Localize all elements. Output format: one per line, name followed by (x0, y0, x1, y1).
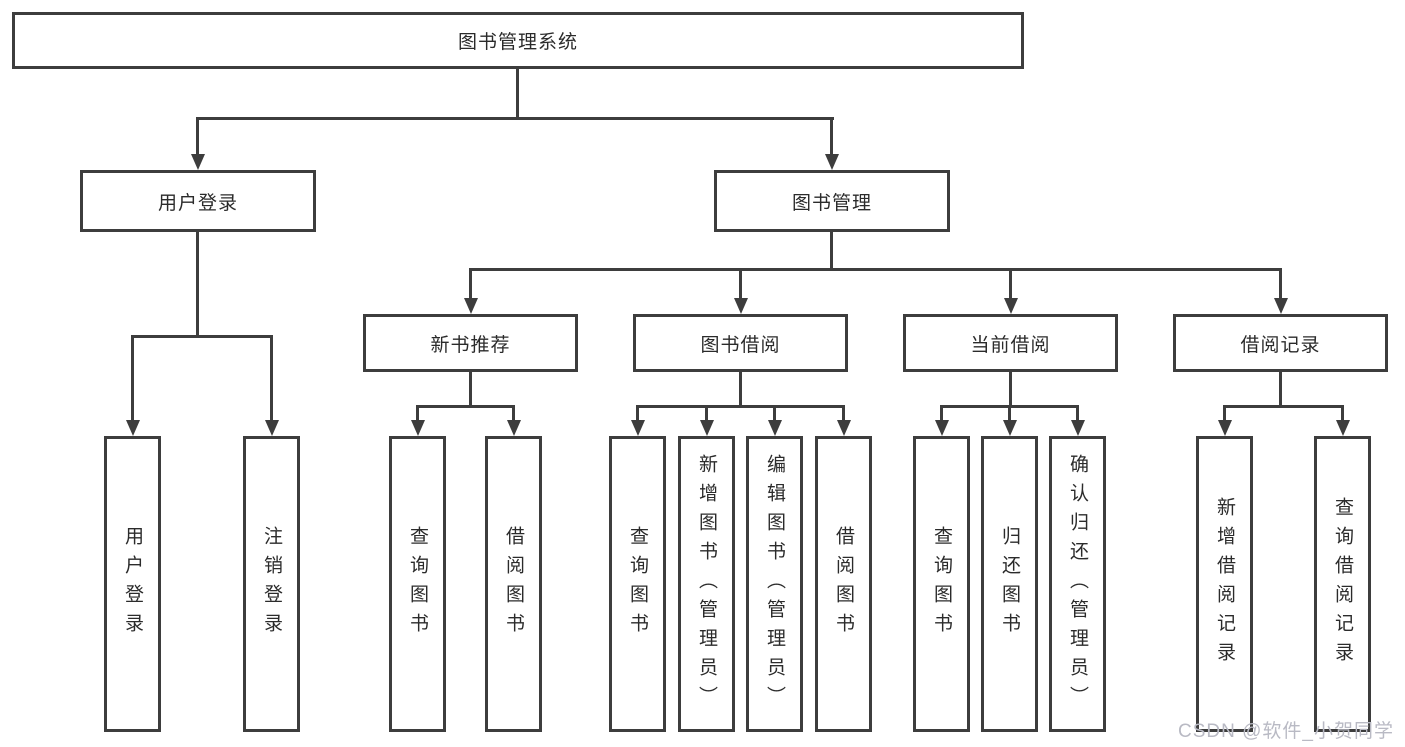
node-book-borrow-label: 图书借阅 (700, 334, 781, 356)
arrow-down-icon (1003, 420, 1017, 436)
node-new-book-recommend-label: 新书推荐 (430, 334, 511, 356)
leaf-current-return-books: 归还图书 (981, 436, 1038, 732)
connector-line (1341, 405, 1344, 421)
leaf-newbook-query-books: 查询图书 (389, 436, 446, 732)
node-new-book-recommend: 新书推荐 (363, 314, 578, 372)
arrow-down-icon (734, 298, 748, 314)
connector-line (842, 405, 845, 421)
connector-line (636, 405, 639, 421)
arrow-down-icon (411, 420, 425, 436)
leaf-current-return-books-label: 归还图书 (999, 526, 1020, 642)
connector-line (739, 371, 742, 405)
connector-line (270, 335, 273, 421)
connector-line (469, 371, 472, 405)
leaf-borrow-edit-books-admin: 编辑图书（管理员） (746, 436, 803, 732)
connector-line (1008, 405, 1011, 421)
arrow-down-icon (935, 420, 949, 436)
node-user-login-label: 用户登录 (157, 192, 238, 214)
arrow-down-icon (631, 420, 645, 436)
leaf-borrow-query-books: 查询图书 (609, 436, 666, 732)
leaf-newbook-query-books-label: 查询图书 (407, 526, 428, 642)
arrow-down-icon (507, 420, 521, 436)
connector-line (196, 117, 199, 157)
node-book-borrow: 图书借阅 (633, 314, 848, 372)
arrow-down-icon (1336, 420, 1350, 436)
connector-line (705, 405, 708, 421)
node-borrow-records-label: 借阅记录 (1240, 334, 1321, 356)
connector-line (1009, 268, 1012, 301)
leaf-logout: 注销登录 (243, 436, 300, 732)
connector-line (1076, 405, 1079, 421)
arrow-down-icon (1218, 420, 1232, 436)
arrow-down-icon (1004, 298, 1018, 314)
connector-line (196, 231, 199, 335)
arrow-down-icon (837, 420, 851, 436)
connector-line (1223, 405, 1344, 408)
arrow-down-icon (825, 154, 839, 170)
arrow-down-icon (126, 420, 140, 436)
node-root-label: 图书管理系统 (457, 32, 578, 53)
connector-line (416, 405, 419, 421)
leaf-current-confirm-return-admin: 确认归还（管理员） (1049, 436, 1106, 732)
connector-line (131, 335, 134, 421)
connector-line (1223, 405, 1226, 421)
leaf-records-query-borrow-record-label: 查询借阅记录 (1332, 497, 1353, 671)
node-user-login: 用户登录 (80, 170, 316, 232)
node-book-management-label: 图书管理 (791, 192, 872, 214)
connector-line (636, 405, 845, 408)
leaf-records-query-borrow-record: 查询借阅记录 (1314, 436, 1371, 732)
leaf-records-add-borrow-record: 新增借阅记录 (1196, 436, 1253, 732)
node-borrow-records: 借阅记录 (1173, 314, 1388, 372)
node-root: 图书管理系统 (12, 12, 1024, 69)
leaf-borrow-query-books-label: 查询图书 (627, 526, 648, 642)
connector-line (416, 405, 515, 408)
leaf-current-query-books-label: 查询图书 (931, 526, 952, 642)
connector-line (1009, 371, 1012, 405)
leaf-records-add-borrow-record-label: 新增借阅记录 (1214, 497, 1235, 671)
node-current-borrow: 当前借阅 (903, 314, 1118, 372)
connector-line (830, 117, 833, 157)
arrow-down-icon (768, 420, 782, 436)
node-book-management: 图书管理 (714, 170, 950, 232)
leaf-user-login: 用户登录 (104, 436, 161, 732)
connector-line (773, 405, 776, 421)
connector-line (739, 268, 742, 301)
connector-line (131, 335, 273, 338)
connector-line (516, 69, 519, 117)
arrow-down-icon (191, 154, 205, 170)
leaf-current-confirm-return-admin-label: 确认归还（管理员） (1067, 453, 1088, 715)
leaf-newbook-borrow-books-label: 借阅图书 (503, 526, 524, 642)
connector-line (469, 268, 1282, 271)
leaf-newbook-borrow-books: 借阅图书 (485, 436, 542, 732)
connector-line (196, 117, 834, 120)
csdn-watermark: CSDN @软件_小贺同学 (1178, 721, 1394, 742)
arrow-down-icon (1274, 298, 1288, 314)
connector-line (830, 231, 833, 268)
connector-line (1279, 371, 1282, 405)
arrow-down-icon (265, 420, 279, 436)
leaf-current-query-books: 查询图书 (913, 436, 970, 732)
connector-line (940, 405, 943, 421)
leaf-logout-label: 注销登录 (261, 526, 282, 642)
connector-line (1279, 268, 1282, 301)
leaf-borrow-borrow-books-label: 借阅图书 (833, 526, 854, 642)
arrow-down-icon (464, 298, 478, 314)
arrow-down-icon (700, 420, 714, 436)
leaf-borrow-add-books-admin: 新增图书（管理员） (678, 436, 735, 732)
leaf-borrow-borrow-books: 借阅图书 (815, 436, 872, 732)
leaf-user-login-label: 用户登录 (122, 526, 143, 642)
connector-line (512, 405, 515, 421)
leaf-borrow-edit-books-admin-label: 编辑图书（管理员） (764, 453, 785, 715)
node-current-borrow-label: 当前借阅 (970, 334, 1051, 356)
arrow-down-icon (1071, 420, 1085, 436)
leaf-borrow-add-books-admin-label: 新增图书（管理员） (696, 453, 717, 715)
connector-line (469, 268, 472, 301)
